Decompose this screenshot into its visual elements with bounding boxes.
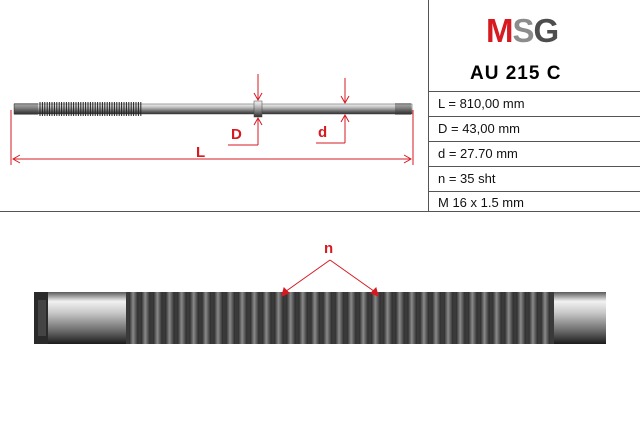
- detail-tooth: [238, 292, 248, 344]
- divider-horizontal: [0, 211, 640, 212]
- logo-letter-g: G: [533, 12, 560, 49]
- part-number: AU 215 C: [470, 63, 562, 84]
- detail-tooth: [443, 292, 454, 344]
- spec-divider-3: [428, 141, 640, 142]
- detail-tooth: [468, 292, 478, 344]
- detail-tooth: [298, 292, 308, 344]
- dimension-L: [10, 110, 414, 165]
- detail-teeth: [129, 292, 550, 344]
- spec-rod-diameter: d = 27.70 mm: [438, 146, 518, 161]
- teeth-pointer-n: [281, 259, 379, 297]
- label-D: D: [231, 126, 242, 143]
- detail-tooth: [225, 292, 236, 344]
- dimension-d: [316, 78, 350, 144]
- label-d: d: [318, 124, 328, 141]
- detail-tooth: [250, 292, 260, 344]
- detail-tooth: [213, 292, 223, 344]
- detail-tooth: [431, 292, 441, 344]
- detail-tooth: [371, 292, 381, 344]
- detail-tooth: [540, 292, 550, 344]
- right-thread: [395, 103, 411, 115]
- detail-tooth: [262, 292, 272, 344]
- spec-divider-5: [428, 191, 640, 192]
- dimension-D: [228, 74, 263, 146]
- spec-divider-4: [428, 166, 640, 167]
- detail-tooth: [419, 292, 429, 344]
- detail-tooth: [286, 292, 296, 344]
- detail-tooth: [165, 292, 175, 344]
- detail-tooth: [492, 292, 502, 344]
- detail-tooth: [274, 292, 284, 344]
- detail-tooth: [177, 292, 187, 344]
- logo-letter-s: S: [512, 12, 535, 49]
- detail-tooth: [456, 292, 466, 344]
- label-L: L: [196, 144, 206, 161]
- detail-tooth: [334, 292, 345, 344]
- detail-tooth: [310, 292, 320, 344]
- rack-teeth-section: [39, 102, 142, 116]
- rack-overview-diagram: [10, 74, 414, 165]
- detail-tooth: [516, 292, 526, 344]
- spec-divider-2: [428, 116, 640, 117]
- detail-tooth: [383, 292, 393, 344]
- label-n: n: [324, 240, 334, 257]
- detail-tooth: [359, 292, 369, 344]
- brand-logo: MSG: [486, 12, 560, 49]
- detail-tooth: [201, 292, 211, 344]
- logo-letter-m: M: [486, 12, 513, 49]
- detail-tooth: [347, 292, 357, 344]
- spec-teeth-count: n = 35 sht: [438, 171, 496, 186]
- rack-collar: [253, 100, 263, 118]
- detail-tooth: [528, 292, 538, 344]
- left-thread: [14, 103, 38, 115]
- detail-tooth: [141, 292, 151, 344]
- detail-tooth: [322, 292, 332, 344]
- rack-teeth-detail: [34, 259, 606, 344]
- rack-shaft: [13, 103, 413, 115]
- detail-rod-end-face: [38, 300, 46, 336]
- spec-length: L = 810,00 mm: [438, 96, 525, 111]
- detail-tooth: [189, 292, 199, 344]
- detail-tooth: [395, 292, 405, 344]
- spec-outer-diameter: D = 43,00 mm: [438, 121, 521, 136]
- divider-vertical: [428, 0, 429, 212]
- spec-thread: M 16 x 1.5 mm: [438, 195, 524, 210]
- detail-tooth: [480, 292, 490, 344]
- detail-tooth: [504, 292, 514, 344]
- detail-tooth: [129, 292, 139, 344]
- detail-tooth: [153, 292, 163, 344]
- spec-divider-1: [428, 91, 640, 92]
- detail-tooth: [407, 292, 417, 344]
